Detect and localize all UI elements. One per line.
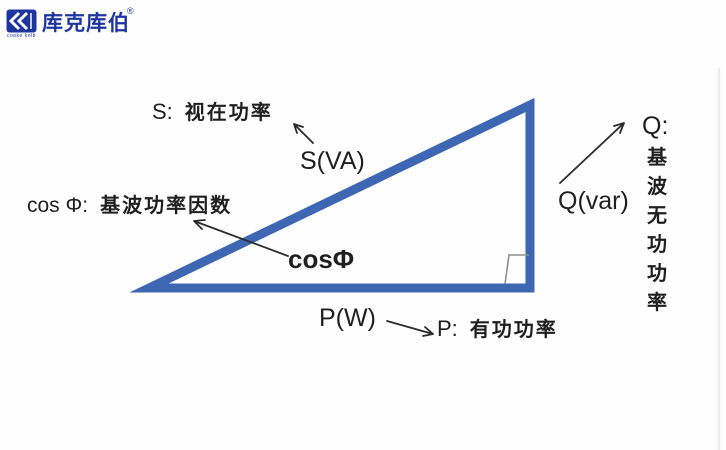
- logo-tagline: cooke kolb: [7, 33, 36, 39]
- logo-company-name: 库克库伯: [42, 12, 130, 35]
- logo: 库克库伯 ® cooke kolb: [6, 6, 156, 42]
- power-factor-note-text: 基波功率因数: [100, 195, 233, 217]
- reactive-power-note-prefix: Q:: [642, 112, 669, 140]
- registered-trademark-mark: ®: [127, 6, 134, 16]
- reactive-power-note-char: 基: [647, 147, 667, 169]
- arrow-to-q-note: [559, 122, 625, 184]
- reactive-power-note-char: 功: [647, 234, 667, 256]
- reactive-power-note-char: 功: [647, 263, 667, 285]
- reactive-power-note-char: 波: [647, 176, 667, 198]
- base-label: P(W): [319, 304, 376, 332]
- angle-label: cosΦ: [288, 244, 355, 274]
- active-power-note-text: 有功功率: [469, 319, 558, 341]
- active-power-note: P: 有功功率: [437, 313, 558, 342]
- arrow-to-s-note: [293, 123, 314, 144]
- reactive-power-note-char: 率: [647, 292, 667, 314]
- apparent-power-note: S: 视在功率: [152, 96, 273, 125]
- right-angle-marker: [504, 254, 529, 285]
- hypotenuse-label: S(VA): [300, 147, 365, 175]
- arrow-to-p-note: [386, 320, 434, 337]
- double-chevron-k-icon: [6, 9, 37, 33]
- active-power-note-prefix: P:: [437, 316, 458, 341]
- reactive-power-note-vertical: 基 波 无 功 功 率: [645, 144, 669, 318]
- power-factor-note: cos Φ: 基波功率因数: [27, 189, 232, 218]
- right-side-label: Q(var): [558, 187, 629, 215]
- triangle-shape: [129, 97, 535, 293]
- apparent-power-note-prefix: S:: [152, 99, 173, 124]
- apparent-power-note-text: 视在功率: [184, 102, 273, 124]
- arrow-to-cos-note: [193, 219, 289, 257]
- power-factor-note-prefix: cos Φ:: [27, 194, 89, 217]
- reactive-power-note-char: 无: [647, 205, 667, 227]
